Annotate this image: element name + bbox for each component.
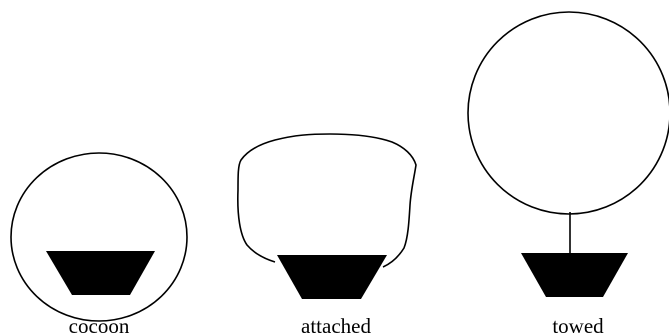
attached-label: attached xyxy=(301,314,371,336)
panel-attached: attached xyxy=(237,133,417,336)
towed-balloon-envelope xyxy=(467,11,669,215)
cocoon-label: cocoon xyxy=(69,314,130,336)
panel-cocoon: cocoon xyxy=(10,152,188,336)
panel-towed: towed xyxy=(467,11,669,336)
attached-balloon-envelope xyxy=(237,133,417,268)
cocoon-balloon-envelope xyxy=(10,152,188,322)
towed-label: towed xyxy=(552,314,604,336)
cocoon-gondola xyxy=(46,251,155,295)
attached-gondola xyxy=(277,255,387,299)
towed-gondola xyxy=(521,253,628,297)
